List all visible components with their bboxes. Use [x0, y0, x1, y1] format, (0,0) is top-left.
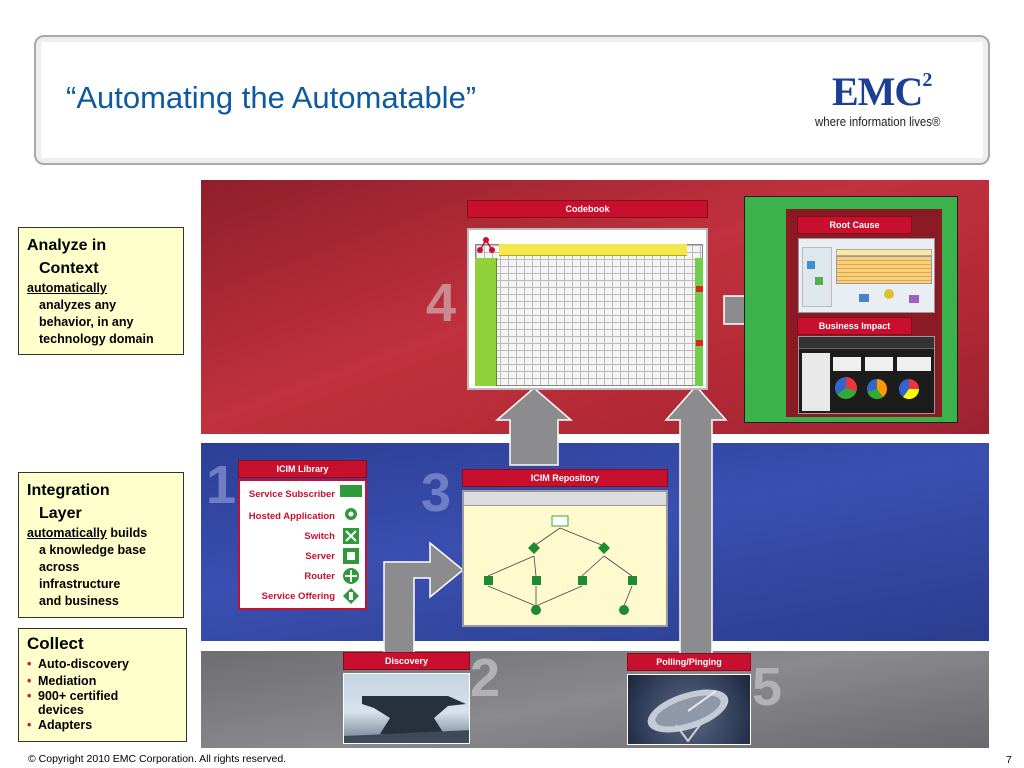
- hosted-application-icon: [342, 505, 360, 523]
- repository-toolbar: [464, 492, 666, 506]
- codebook-logo-icon: [475, 234, 497, 256]
- icim-repository-label: ICIM Repository: [462, 469, 668, 487]
- library-item-hosted-application: Hosted Application: [249, 511, 335, 522]
- arrow-up-polling-to-codebook: [666, 386, 726, 655]
- root-cause-table: [836, 256, 932, 284]
- library-item-switch: Switch: [304, 531, 335, 542]
- library-item-router: Router: [304, 571, 335, 582]
- codebook-label: Codebook: [467, 200, 708, 218]
- footer-page-number: 7: [1006, 754, 1012, 766]
- discovery-label: Discovery: [343, 652, 470, 670]
- library-item-server: Server: [305, 551, 335, 562]
- switch-icon: [342, 527, 360, 545]
- root-cause-label: Root Cause: [797, 216, 912, 234]
- library-item-service-offering: Service Offering: [262, 591, 335, 602]
- root-cause-table-header: [836, 249, 932, 256]
- icim-library-panel: Service Subscriber Hosted Application Sw…: [238, 479, 367, 610]
- codebook-symptom-column: [475, 258, 497, 386]
- codebook-header-row: [499, 244, 687, 256]
- codebook-alert-cell: [696, 286, 703, 292]
- library-item-service-subscriber: Service Subscriber: [249, 489, 335, 500]
- codebook-status-column: [695, 258, 703, 386]
- polling-label: Polling/Pinging: [627, 653, 751, 671]
- router-icon: [342, 567, 360, 585]
- discovery-anvil-image: [343, 673, 470, 744]
- business-impact-label: Business Impact: [797, 317, 912, 335]
- repository-topology-diagram: [464, 506, 666, 625]
- footer-copyright: © Copyright 2010 EMC Corporation. All ri…: [28, 753, 286, 765]
- codebook-grid: [475, 244, 703, 386]
- icim-library-label: ICIM Library: [238, 460, 367, 478]
- icim-repository-screenshot: [462, 490, 668, 627]
- service-offering-icon: [342, 587, 360, 605]
- service-subscriber-icon: [340, 485, 362, 497]
- codebook-matrix-screenshot: [467, 228, 708, 390]
- arrow-up-repository-to-codebook: [497, 388, 571, 465]
- polling-satellite-dish-image: [627, 674, 751, 745]
- business-impact-screenshot: [798, 336, 935, 414]
- server-icon: [342, 547, 360, 565]
- arrow-discovery-to-repository: [384, 543, 463, 655]
- codebook-alert-cell: [696, 340, 703, 346]
